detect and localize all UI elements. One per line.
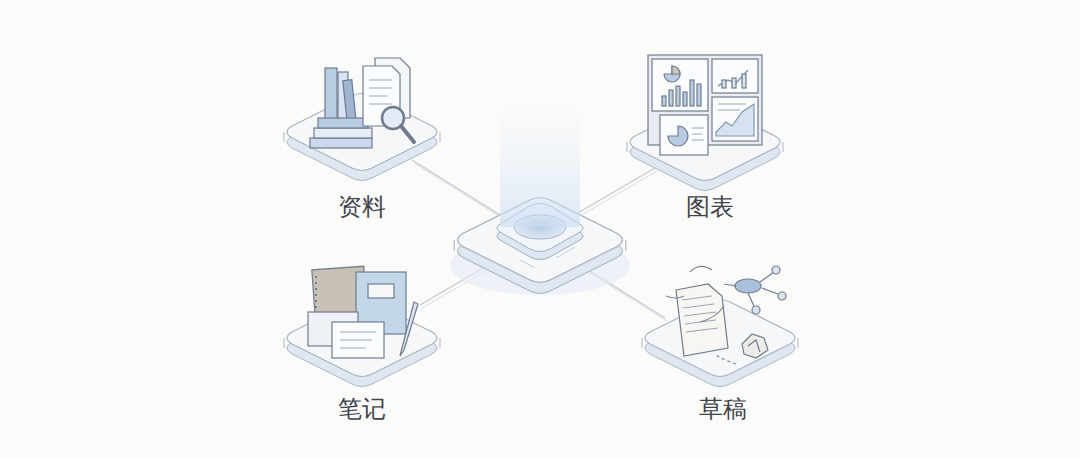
- node-label: 笔记: [282, 394, 442, 424]
- hub: [450, 95, 630, 295]
- platform-node: 笔记: [282, 260, 442, 424]
- node-label: 草稿: [640, 394, 805, 424]
- platform-node: 资料: [282, 85, 442, 222]
- notes-icon: [284, 266, 440, 386]
- platform-node: 草稿: [640, 255, 805, 424]
- platform-node: 图表: [625, 60, 795, 222]
- charts-icon: [627, 55, 783, 191]
- materials-icon: [284, 58, 440, 181]
- node-label: 资料: [282, 192, 442, 222]
- drafts-icon: [642, 266, 798, 387]
- node-label: 图表: [625, 192, 795, 222]
